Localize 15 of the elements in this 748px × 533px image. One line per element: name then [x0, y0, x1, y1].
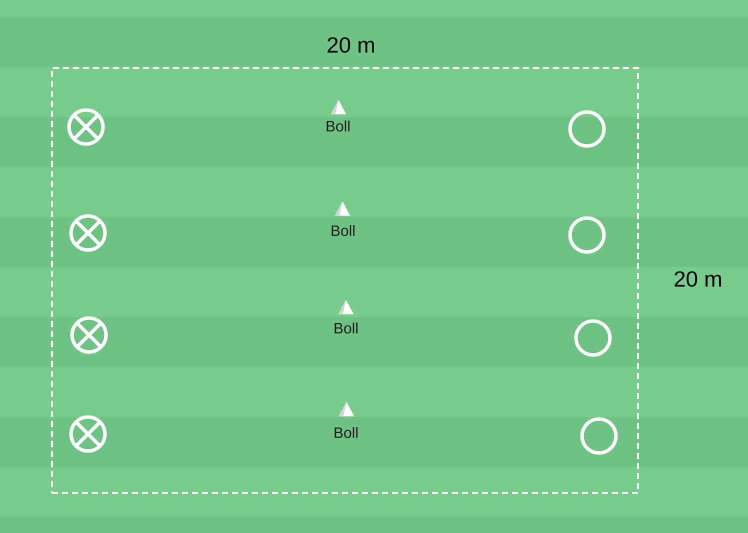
dimension-label: 20 m — [674, 271, 721, 287]
cone-label: Boll — [332, 225, 354, 236]
cone-label: Boll — [334, 426, 358, 438]
dashed-boundary — [51, 67, 639, 494]
circle-marker — [580, 417, 618, 455]
crossed-circle-marker — [69, 214, 107, 252]
circle-marker — [574, 319, 612, 357]
crossed-circle-marker — [67, 108, 105, 146]
crossed-circle-marker — [70, 316, 108, 354]
circle-marker — [568, 110, 606, 148]
cone-label: Boll — [334, 322, 358, 334]
dimension-label: 20 m — [328, 37, 374, 53]
circle-marker — [568, 216, 606, 254]
crossed-circle-marker — [69, 415, 107, 453]
cone-label: Boll — [326, 120, 350, 132]
